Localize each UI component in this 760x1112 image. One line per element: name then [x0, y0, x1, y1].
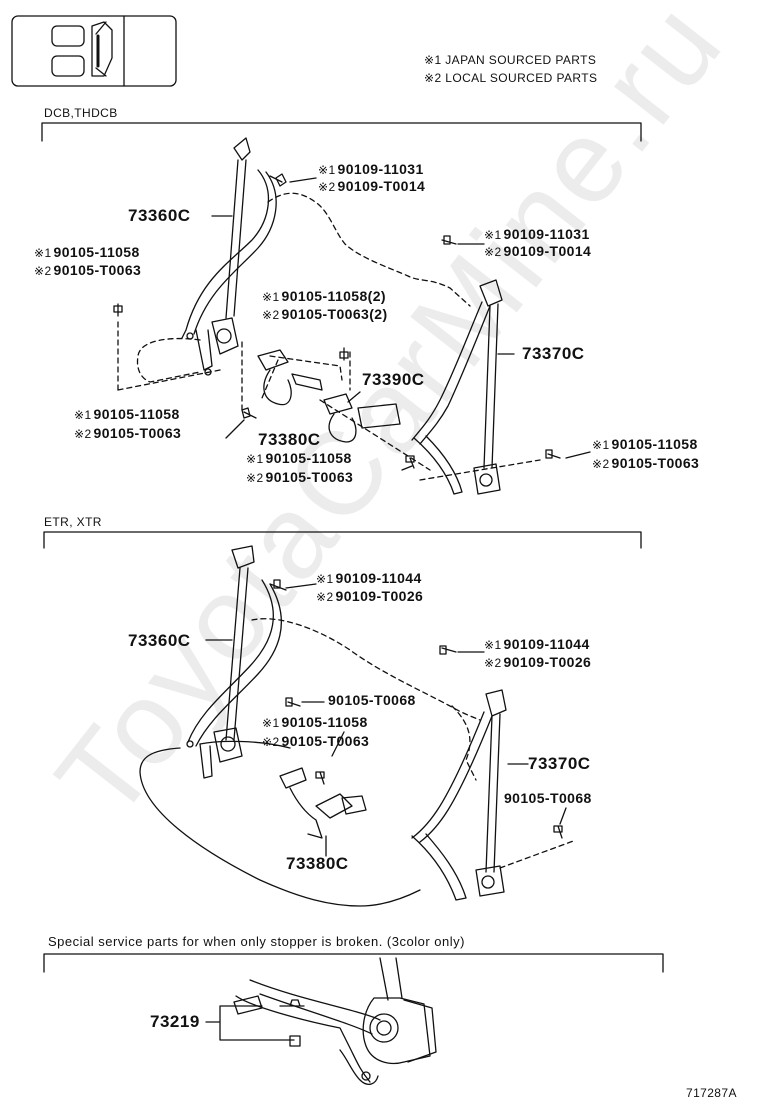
code-mark: ※2: [484, 656, 502, 670]
code-mark: ※1: [74, 408, 92, 422]
code-s2-e0: 90105-T0068: [504, 790, 592, 806]
code-value: 90109-11044: [335, 570, 422, 586]
code-mark: ※1: [316, 572, 334, 586]
code-mark: ※2: [246, 471, 264, 485]
code-value: 90109-11044: [503, 636, 590, 652]
legend-item-japan: ※1 JAPAN SOURCED PARTS: [424, 53, 596, 67]
part-73370c-s2: 73370C: [528, 754, 591, 773]
legend-mark-2: ※2: [424, 71, 442, 85]
legend-mark-1: ※1: [424, 53, 442, 67]
code-value: 90109-T0026: [503, 654, 592, 670]
code-value: 90105-11058: [93, 406, 180, 422]
figure-id: 717287A: [686, 1086, 737, 1100]
legend-text-2: LOCAL SOURCED PARTS: [445, 71, 598, 85]
section-label-special: Special service parts for when only stop…: [48, 934, 465, 949]
code-mark: ※1: [262, 716, 280, 730]
code-value: 90105-T0063: [53, 262, 142, 278]
code-mark: ※2: [316, 590, 334, 604]
code-mark: ※1: [262, 290, 280, 304]
code-value: 90109-T0014: [337, 178, 426, 194]
code-value: 90105-T0068: [328, 692, 416, 708]
part-73219: 73219: [150, 1012, 200, 1031]
code-value: 90105-11058: [265, 450, 352, 466]
part-73360c-s2: 73360C: [128, 631, 191, 650]
vehicle-location-icon: [11, 15, 177, 87]
code-s2-c0: 90105-T0068: [328, 692, 416, 708]
section-label-dcb: DCB,THDCB: [44, 106, 118, 120]
code-mark: ※2: [592, 457, 610, 471]
code-mark: ※2: [34, 264, 52, 278]
code-mark: ※1: [34, 246, 52, 260]
part-73380c-s1: 73380C: [258, 430, 321, 449]
code-mark: ※1: [484, 638, 502, 652]
code-value: 90105-T0063: [281, 733, 370, 749]
code-value: 90105-T0063: [265, 469, 354, 485]
code-value: 90109-T0014: [503, 243, 592, 259]
code-value: 90105-T0063(2): [281, 306, 388, 322]
code-mark: ※1: [318, 163, 336, 177]
part-73380c-s2: 73380C: [286, 854, 349, 873]
code-value: 90109-11031: [337, 161, 424, 177]
code-mark: ※1: [592, 438, 610, 452]
code-mark: ※1: [484, 228, 502, 242]
code-value: 90105-11058(2): [281, 288, 386, 304]
legend-text-1: JAPAN SOURCED PARTS: [445, 53, 597, 67]
code-value: 90105-11058: [611, 436, 698, 452]
code-value: 90105-T0063: [611, 455, 700, 471]
code-value: 90109-11031: [503, 226, 590, 242]
code-value: 90105-T0063: [93, 425, 182, 441]
code-mark: ※2: [262, 308, 280, 322]
part-73390c-s1: 73390C: [362, 370, 425, 389]
code-value: 90105-11058: [281, 714, 368, 730]
part-73370c-s1: 73370C: [522, 344, 585, 363]
code-mark: ※2: [484, 245, 502, 259]
code-mark: ※1: [246, 452, 264, 466]
section-2-bracket: [43, 531, 642, 549]
section-3-bracket: [43, 953, 664, 973]
code-value: 90105-11058: [53, 244, 140, 260]
section-1-bracket: [41, 122, 642, 142]
code-mark: ※2: [318, 180, 336, 194]
code-value: 90109-T0026: [335, 588, 424, 604]
legend-item-local: ※2 LOCAL SOURCED PARTS: [424, 71, 597, 85]
bolt-icons-s1: [113, 173, 561, 469]
code-mark: ※2: [74, 427, 92, 441]
part-73360c-s1: 73360C: [128, 206, 191, 225]
section-label-etr: ETR, XTR: [44, 515, 102, 529]
code-value: 90105-T0068: [504, 790, 592, 806]
code-mark: ※2: [262, 735, 280, 749]
